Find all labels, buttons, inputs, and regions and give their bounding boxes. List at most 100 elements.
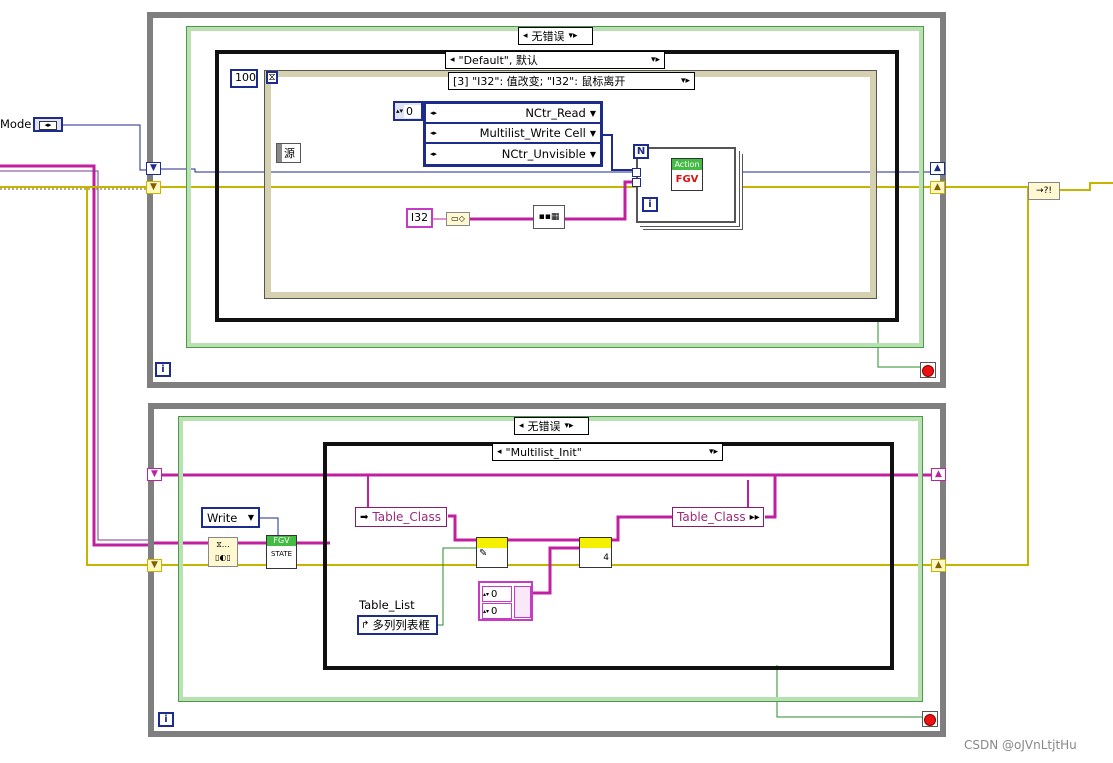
dropdown-arrow-icon: ▼ bbox=[589, 149, 596, 159]
table-list-label: Table_List bbox=[359, 598, 415, 612]
top-stop-terminal[interactable] bbox=[920, 362, 936, 378]
shift-register-right-icon[interactable]: ▲ bbox=[930, 162, 945, 175]
fgv-header: Action bbox=[672, 159, 702, 170]
case-selector-text: 无错误 bbox=[531, 29, 565, 43]
cluster-inner-box bbox=[514, 586, 531, 618]
table-list-ref-text: 多列列表框 bbox=[372, 618, 430, 632]
mode-label: Mode bbox=[0, 117, 32, 131]
event-selector-text: "Default", 默认 bbox=[458, 53, 538, 67]
event-source-node[interactable]: 源 bbox=[276, 143, 301, 163]
table-class-constant-right[interactable]: Table_Class ▸▸ bbox=[672, 507, 764, 527]
event-case-selector[interactable]: [3] "I32": 值改变; "I32": 鼠标离开 ▾▸ bbox=[448, 72, 695, 90]
ring-item[interactable]: ◂▸ NCtr_Read▼ bbox=[426, 104, 600, 124]
dropdown-arrow-icon: ▾▸ bbox=[564, 420, 574, 431]
stepper-icon: ▴▾ bbox=[483, 607, 490, 615]
class-left-label: Table_Class bbox=[372, 510, 441, 524]
array-index-display[interactable]: ▴▾ 0 bbox=[393, 101, 423, 121]
tunnel-index-icon bbox=[632, 178, 641, 187]
num-b-value: 0 bbox=[491, 605, 498, 617]
arrow-merge-icon: ▸▸ bbox=[749, 511, 760, 523]
cluster-wires-left bbox=[0, 164, 150, 547]
dropdown-arrow-icon: ▼ bbox=[247, 513, 254, 522]
ring-array-constant[interactable]: ◂▸NCtr_Read▼◂▸Multilist_Write Cell▼◂▸NCt… bbox=[423, 101, 603, 167]
cluster-num-b[interactable]: ▴▾0 bbox=[482, 603, 512, 619]
build-cluster-icon[interactable]: ▪▪▦ bbox=[533, 205, 565, 229]
method-pencil-icon: ✎ bbox=[479, 548, 488, 559]
stop-icon bbox=[922, 365, 934, 377]
event-selector[interactable]: ◂ "Default", 默认 ▾▸ bbox=[445, 51, 665, 69]
write-enum-text: Write bbox=[207, 510, 238, 525]
event-case-text: [3] "I32": 值改变; "I32": 鼠标离开 bbox=[453, 74, 626, 88]
dropdown-arrow-icon: ▾▸ bbox=[708, 446, 718, 457]
stop-icon bbox=[924, 714, 936, 726]
ring-item-label: NCtr_Unvisible bbox=[501, 147, 586, 161]
case-selector-text: 无错误 bbox=[527, 419, 561, 433]
cluster-num-a[interactable]: ▴▾0 bbox=[482, 586, 512, 602]
to-variant-icon[interactable]: ▭◇ bbox=[446, 212, 470, 226]
i32-terminal[interactable]: I32 bbox=[406, 208, 433, 228]
merge-errors-node[interactable]: →?! bbox=[1028, 182, 1060, 200]
bottom-iteration-terminal: i bbox=[158, 712, 174, 727]
dropdown-arrow-icon: ▼ bbox=[589, 128, 596, 138]
dropdown-arrow-icon: ▼ bbox=[589, 108, 596, 118]
method-header bbox=[580, 538, 611, 548]
bottom-shift-register-right-icon[interactable]: ▲ bbox=[931, 468, 946, 481]
timeout-constant[interactable]: 100 bbox=[230, 69, 258, 88]
top-iteration-terminal: i bbox=[155, 362, 171, 377]
table-class-constant-left[interactable]: ➡ Table_Class bbox=[355, 507, 447, 527]
fgv-label: FGV bbox=[267, 536, 296, 546]
loop-count-terminal[interactable]: N bbox=[633, 144, 649, 159]
bottom-shift-register-left-icon[interactable]: ▼ bbox=[147, 468, 162, 481]
ring-arrows-icon: ◂▸ bbox=[430, 109, 438, 117]
top-case-selector[interactable]: ◂ 无错误 ▾▸ bbox=[518, 27, 593, 45]
tunnel-index-icon bbox=[632, 168, 641, 177]
ring-item[interactable]: ◂▸ NCtr_Unvisible▼ bbox=[426, 144, 600, 164]
fgv-label: FGV bbox=[675, 174, 699, 185]
ring-item-label: NCtr_Read bbox=[525, 106, 586, 120]
method-node-2[interactable]: 4 bbox=[579, 537, 612, 568]
class-right-label: Table_Class bbox=[677, 510, 746, 524]
loop-iteration-terminal: i bbox=[642, 197, 658, 212]
ring-arrows-icon: ◂▸ bbox=[430, 150, 438, 158]
dropdown-arrow-icon: ▾▸ bbox=[680, 75, 690, 86]
stepper-icon: ▴▾ bbox=[483, 590, 490, 598]
node-bar-icon bbox=[277, 144, 282, 162]
dropdown-arrow-icon: ▾▸ bbox=[650, 54, 660, 65]
inner-case-selector[interactable]: ◂ "Multilist_Init" ▾▸ bbox=[492, 443, 723, 461]
num-a-value: 0 bbox=[491, 588, 498, 600]
write-enum-constant[interactable]: Write ▼ bbox=[201, 507, 260, 528]
bottom-fgv-subvi[interactable]: FGV STATE bbox=[266, 535, 297, 569]
fgv-subvi[interactable]: Action FGV bbox=[671, 158, 703, 191]
method-header bbox=[477, 538, 507, 548]
arrow-right-icon: ➡ bbox=[360, 511, 369, 523]
watermark: CSDN @oJVnLtjtHu bbox=[964, 738, 1077, 752]
unbundle-node-icon[interactable]: ⧖…▯◐▯ bbox=[208, 537, 238, 567]
bottom-stop-terminal[interactable] bbox=[922, 711, 938, 727]
array-index-value: 0 bbox=[404, 104, 421, 118]
ring-item[interactable]: ◂▸Multilist_Write Cell▼ bbox=[426, 124, 600, 144]
shift-register-right-error-icon[interactable]: ▲ bbox=[930, 181, 945, 194]
method-node-1[interactable]: ✎ bbox=[476, 537, 508, 568]
bottom-shift-register-right-error-icon[interactable]: ▲ bbox=[931, 559, 946, 572]
prev-arrow-icon: ◂ bbox=[523, 30, 528, 41]
table-list-reference[interactable]: ↱ 多列列表框 bbox=[357, 615, 438, 635]
dropdown-arrow-icon: ▾▸ bbox=[568, 30, 578, 41]
prev-arrow-icon: ◂ bbox=[450, 54, 455, 65]
cluster-constant[interactable]: ▴▾0 ▴▾0 bbox=[478, 581, 533, 621]
reference-icon: ↱ bbox=[361, 619, 370, 631]
bottom-case-selector[interactable]: ◂ 无错误 ▾▸ bbox=[514, 417, 589, 435]
top-while-loop[interactable] bbox=[147, 12, 946, 388]
ring-arrows-icon: ◂▸ bbox=[430, 129, 438, 137]
ring-list: ◂▸NCtr_Read▼◂▸Multilist_Write Cell▼◂▸NCt… bbox=[426, 104, 600, 164]
inner-case-text: "Multilist_Init" bbox=[505, 445, 582, 459]
hourglass-icon[interactable]: ⧖ bbox=[266, 71, 278, 84]
shift-register-left-icon[interactable]: ▼ bbox=[146, 162, 161, 175]
method-number: 4 bbox=[603, 553, 609, 563]
prev-arrow-icon: ◂ bbox=[519, 420, 524, 431]
bottom-shift-register-left-error-icon[interactable]: ▼ bbox=[147, 559, 162, 572]
stepper-icon: ▴▾ bbox=[396, 107, 404, 115]
fgv-state-label: STATE bbox=[270, 550, 293, 558]
shift-register-left-error-icon[interactable]: ▼ bbox=[146, 181, 161, 194]
mode-enum-terminal[interactable]: ◂▸ bbox=[33, 117, 63, 132]
